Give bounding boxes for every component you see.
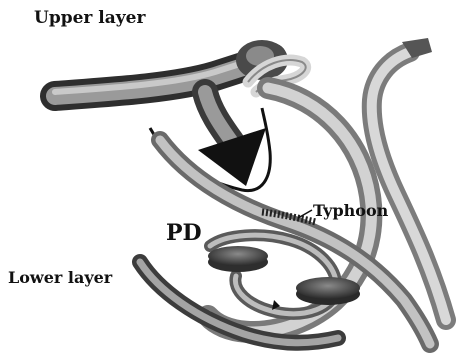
descending-tube xyxy=(205,92,232,142)
pd-disk-right xyxy=(296,277,360,305)
typhoon-leader xyxy=(298,210,312,218)
typhoon-label: Typhoon xyxy=(313,201,388,220)
pd-label: PD xyxy=(166,220,202,246)
lower-layer-label: Lower layer xyxy=(8,268,112,287)
pd-disk-left xyxy=(208,246,268,272)
upper-layer-label: Upper layer xyxy=(34,8,145,28)
